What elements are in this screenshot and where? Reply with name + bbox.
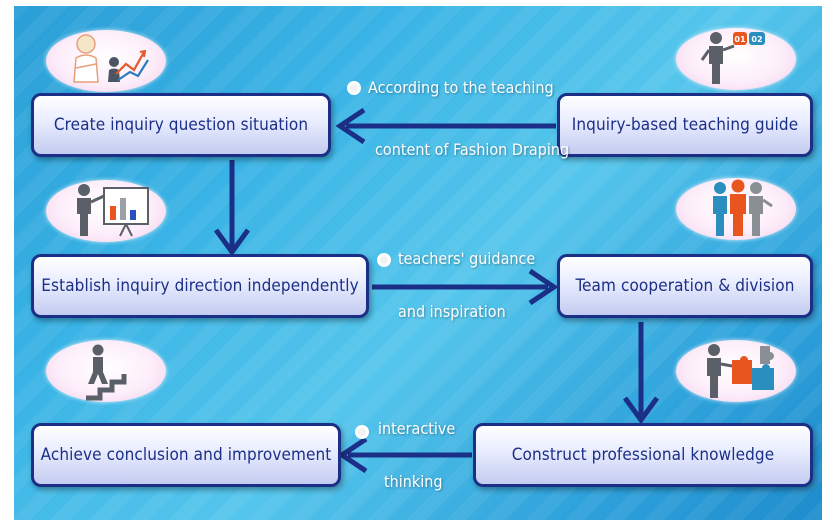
- edge-label-line-2: content of Fashion Draping: [375, 140, 570, 159]
- bullet-icon: [355, 425, 369, 439]
- node-inquiry-based-teaching-guide: Inquiry-based teaching guide: [557, 93, 813, 157]
- speaker-speech-bubbles-icon: 01 02: [676, 28, 796, 90]
- bullet-icon: [377, 253, 391, 267]
- node-label: Team cooperation & division: [575, 276, 795, 296]
- thinking-person-chart-icon: [46, 30, 166, 92]
- node-label: Create inquiry question situation: [53, 115, 309, 135]
- node-label: Inquiry-based teaching guide: [571, 115, 799, 135]
- climbing-stairs-icon: [46, 340, 166, 402]
- edge-label-line-1: teachers' guidance: [398, 249, 536, 268]
- team-people-icon: [676, 178, 796, 240]
- edge-label-line-2: thinking: [384, 472, 443, 491]
- presenter-board-icon: [46, 180, 166, 242]
- node-construct-professional-knowledge: Construct professional knowledge: [473, 423, 813, 487]
- speech-bubble-right: 02: [751, 35, 762, 44]
- edge-label-line-1: According to the teaching: [368, 78, 554, 97]
- edge-label-line-1: interactive: [378, 419, 456, 438]
- node-team-cooperation-division: Team cooperation & division: [557, 254, 813, 318]
- node-label: Achieve conclusion and improvement: [40, 445, 332, 465]
- node-achieve-conclusion-improvement: Achieve conclusion and improvement: [31, 423, 341, 487]
- speech-bubble-left: 01: [734, 35, 746, 44]
- puzzle-pieces-icon: [676, 340, 796, 402]
- node-establish-inquiry-direction: Establish inquiry direction independentl…: [31, 254, 369, 318]
- bullet-icon: [347, 81, 361, 95]
- node-label: Establish inquiry direction independentl…: [41, 276, 359, 296]
- edge-label-line-2: and inspiration: [398, 302, 506, 321]
- node-label: Construct professional knowledge: [511, 445, 775, 465]
- node-create-inquiry-question-situation: Create inquiry question situation: [31, 93, 331, 157]
